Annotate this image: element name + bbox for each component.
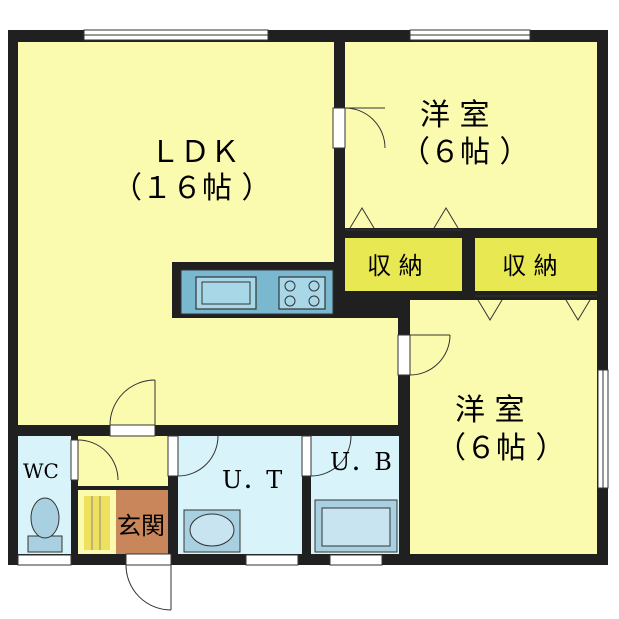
room-hall xyxy=(78,436,168,486)
toilet-icon xyxy=(27,497,63,553)
bathtub-icon xyxy=(314,499,398,553)
entrance-label: 玄関 xyxy=(117,512,165,540)
room-western-1 xyxy=(345,42,597,228)
western2-name: 洋 室 xyxy=(455,393,525,428)
entrance-floor xyxy=(116,490,168,554)
room-storage-2 xyxy=(475,238,597,291)
sink-basin xyxy=(201,281,251,305)
window-wc-bottom xyxy=(17,554,72,566)
door-western1[interactable] xyxy=(332,107,386,149)
room-storage-1 xyxy=(345,238,462,291)
burner xyxy=(284,295,296,307)
entrance-step xyxy=(84,496,110,550)
western2-size: （６帖 ） xyxy=(436,431,566,466)
ub-label: U．B xyxy=(330,448,392,476)
door-entrance[interactable] xyxy=(125,553,172,611)
western1-size: （６帖 ） xyxy=(400,135,530,170)
window-ub-bottom xyxy=(329,554,383,566)
closet-doors-1[interactable] xyxy=(345,207,462,231)
western1-name: 洋 室 xyxy=(420,98,490,133)
window-ut-bottom xyxy=(245,554,299,566)
door-ut[interactable] xyxy=(167,435,219,477)
ldk-name: ＬＤＫ xyxy=(150,135,240,170)
burner xyxy=(308,280,320,292)
door-ub[interactable] xyxy=(301,435,352,477)
room-ldk xyxy=(18,42,398,425)
wc-label: WC xyxy=(23,459,59,483)
burner xyxy=(284,280,296,292)
room-western-2 xyxy=(410,300,597,554)
door-wc[interactable] xyxy=(70,439,119,481)
storage2-label: 収 納 xyxy=(502,252,558,280)
door-ldk-hall[interactable] xyxy=(109,379,156,437)
door-western2[interactable] xyxy=(397,334,451,376)
ut-label: U．T xyxy=(222,466,282,494)
burner xyxy=(308,295,320,307)
closet-doors-2[interactable] xyxy=(475,295,597,321)
storage1-label: 収 納 xyxy=(367,252,423,280)
washbasin-icon xyxy=(183,509,241,553)
ldk-size: （１６帖 ） xyxy=(112,171,272,206)
